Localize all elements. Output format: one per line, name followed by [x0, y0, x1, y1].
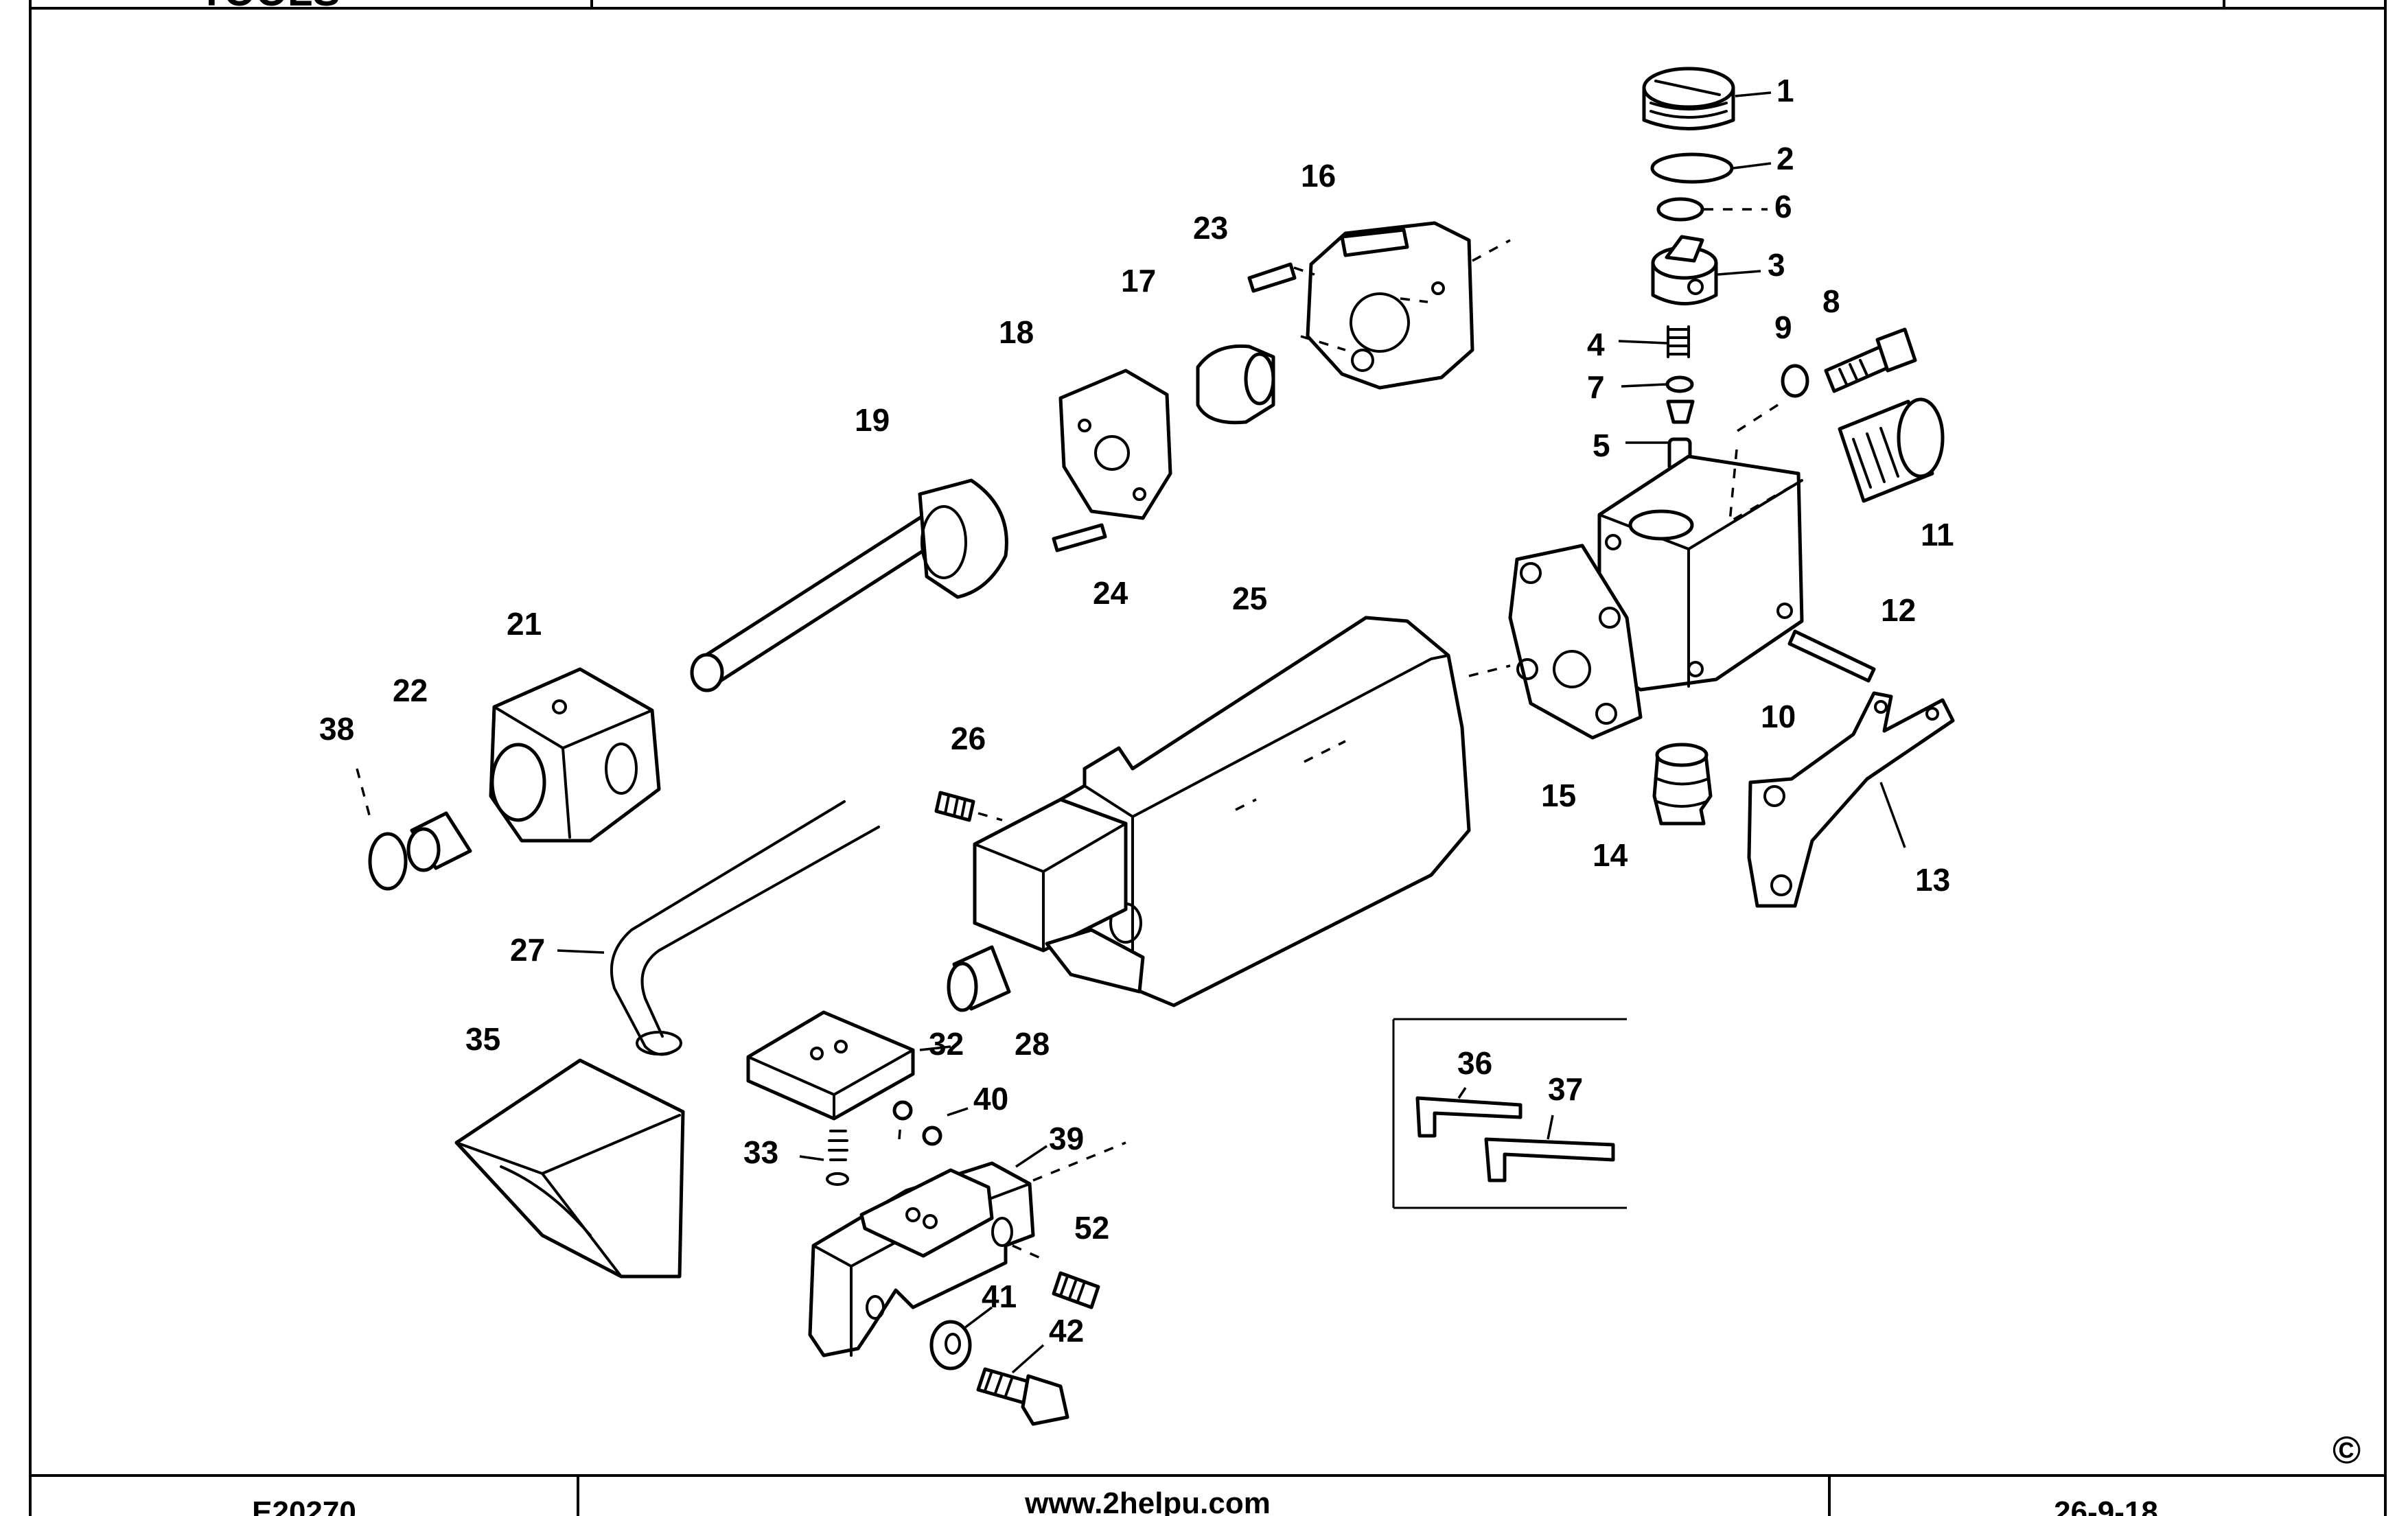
label-33: 33: [743, 1134, 778, 1170]
label-5: 5: [1593, 428, 1610, 463]
part-40-ball-upper: [892, 1100, 913, 1121]
label-23: 23: [1193, 210, 1228, 246]
label-13: 13: [1915, 862, 1950, 898]
label-12: 12: [1881, 592, 1916, 628]
label-27: 27: [510, 932, 545, 968]
label-26: 26: [951, 721, 986, 756]
label-41: 41: [982, 1279, 1017, 1314]
part-7-ring: [1665, 375, 1694, 393]
copyright-mark: ©: [2332, 1428, 2361, 1471]
label-40: 40: [973, 1081, 1008, 1117]
part-11-bushing: [1838, 397, 1945, 503]
label-15: 15: [1541, 778, 1576, 813]
part-25-front-edge: [973, 822, 1127, 952]
label-22: 22: [393, 673, 428, 708]
label-21: 21: [507, 606, 542, 642]
part-12-pin: [1787, 629, 1876, 683]
part-6-o-ring: [1656, 197, 1704, 222]
part-41-washer: [929, 1320, 972, 1371]
label-10: 10: [1761, 699, 1796, 734]
part-36-hex-key: [1415, 1096, 1523, 1138]
part-38-ring: [368, 832, 408, 891]
part-26-set-screw: [934, 791, 1003, 822]
header-logo: TOOLS: [199, 0, 340, 14]
part-4-spring: [1667, 325, 1690, 358]
hex-key-inset: [1392, 1018, 1627, 1209]
part-25-front-block: [973, 797, 1128, 953]
label-38: 38: [319, 711, 354, 747]
label-6: 6: [1774, 189, 1792, 224]
part-21-cylinder-block: [489, 667, 661, 843]
part-13-bracket: [1747, 691, 1955, 908]
part-22-bushing: [406, 811, 472, 872]
label-37: 37: [1548, 1071, 1583, 1107]
part-25-lower-lip: [1045, 928, 1145, 994]
label-19: 19: [855, 402, 890, 438]
label-2: 2: [1776, 141, 1794, 176]
part-52-set-screw: [1052, 1271, 1100, 1309]
part-39-clamp-block: [808, 1141, 1126, 1357]
part-33-screw: [826, 1130, 849, 1186]
label-8: 8: [1822, 283, 1840, 319]
part-35-jaw: [454, 1058, 685, 1279]
label-28: 28: [1015, 1026, 1050, 1062]
label-11: 11: [1921, 517, 1954, 552]
part-19-piston-rod: [690, 478, 1008, 692]
label-7: 7: [1587, 369, 1605, 405]
part-42-bolt: [976, 1367, 1069, 1426]
label-42: 42: [1049, 1313, 1084, 1349]
part-7-seat: [1666, 399, 1695, 424]
part-32-plate: [746, 1010, 915, 1121]
label-35: 35: [465, 1021, 500, 1057]
part-37-hex-key: [1484, 1137, 1615, 1182]
label-36: 36: [1457, 1045, 1492, 1081]
part-23-pin: [1247, 262, 1297, 293]
part-2-o-ring: [1650, 152, 1734, 184]
footer-date: 26-9-18: [2054, 1495, 2158, 1516]
drawing-frame: [29, 0, 2387, 1516]
label-32: 32: [929, 1026, 964, 1062]
label-18: 18: [999, 314, 1034, 350]
label-4: 4: [1587, 327, 1605, 362]
part-40-ball-lower: [922, 1126, 942, 1146]
part-27-wire-clip: [610, 800, 880, 1056]
part-28-sleeve: [947, 945, 1011, 1012]
part-3-valve: [1651, 235, 1718, 305]
label-52: 52: [1074, 1210, 1109, 1246]
label-16: 16: [1301, 158, 1336, 194]
leader-lines: [356, 91, 1906, 1374]
part-8-bolt: [1824, 327, 1917, 393]
part-1-plug-screw: [1642, 67, 1735, 130]
part-15-gasket: [1508, 544, 1643, 740]
part-14-boot: [1652, 743, 1713, 826]
label-9: 9: [1774, 310, 1792, 345]
label-24: 24: [1093, 575, 1128, 611]
label-25: 25: [1232, 581, 1267, 616]
part-18-plate: [1058, 369, 1172, 520]
label-39: 39: [1049, 1121, 1084, 1156]
part-17-valve: [1196, 344, 1275, 425]
label-1: 1: [1776, 73, 1794, 108]
footer-website: www.2helpu.com: [1024, 1486, 1271, 1516]
part-24-pin: [1052, 523, 1107, 552]
part-9-washer: [1781, 364, 1809, 398]
label-3: 3: [1768, 247, 1785, 283]
part-25-cylinder-housing: [1058, 616, 1511, 1007]
label-14: 14: [1593, 837, 1628, 873]
footer-code: E20270: [252, 1495, 356, 1516]
label-17: 17: [1121, 263, 1156, 299]
part-labels: 1 2 6 3 8 9 4 7 5 11 12 10 13 15 14 16 2…: [319, 73, 1954, 1349]
part-16-end-cap: [1306, 221, 1511, 390]
